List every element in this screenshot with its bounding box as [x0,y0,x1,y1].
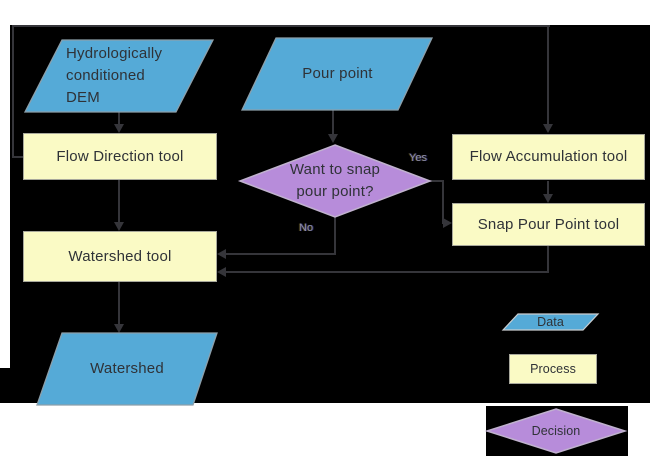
connector-pourpoint-to-decision [332,110,334,135]
arrowhead-into-flowaccumulation [543,124,553,133]
arrowhead-snap-into-watershedtool [217,267,226,277]
connector-dem-to-flowdirection [118,112,120,126]
no-branch-label: No [299,222,314,234]
connector-yes-vertical [442,180,444,224]
arrowhead-no-into-watershedtool [217,249,226,259]
yes-branch-label: Yes [409,152,427,164]
snap-pour-point-box [452,203,645,246]
arrowhead-pourpoint-to-decision [328,134,338,143]
watershed-tool-box [23,231,217,282]
pour-point-parallelogram [240,37,434,111]
flow-accumulation-label: Flow Accumulation tool [469,148,628,165]
canvas-bottom-left-patch [0,368,10,403]
legend-data-label: Data [537,314,564,329]
legend-decision-label: Decision [531,424,581,438]
arrowhead-watershedtool-to-watershed [114,324,124,333]
connector-loop-right-vertical [547,26,549,125]
pour-point-label: Pour point [302,65,373,82]
decision-label-line1: Want to snap [289,161,381,178]
dem-label: Hydrologically conditioned DEM [66,40,216,112]
connector-yes-horizontal [430,180,444,182]
watershed-tool-label: Watershed tool [68,247,172,265]
connector-snap-down-vertical [547,246,549,273]
legend-decision-diamond [484,408,628,454]
arrowhead-flowdirection-to-watershedtool [114,222,124,231]
flow-direction-label: Flow Direction tool [56,147,184,165]
snap-pour-point-label: Snap Pour Point tool [477,215,620,233]
legend-process-box [509,354,597,384]
connector-no-horizontal [225,253,336,255]
dem-label-line1: Hydrologically [66,45,163,62]
connector-flowdirection-to-watershedtool [118,180,120,223]
connector-watershedtool-to-watershed [118,282,120,326]
watershed-parallelogram [36,332,218,406]
dem-parallelogram [23,39,215,113]
arrowhead-into-snappourpoint [443,218,452,228]
legend-process-label: Process [530,362,576,376]
arrowhead-dem-to-flowdirection [114,124,124,133]
watershed-label: Watershed [90,360,164,377]
connector-snap-to-watershedtool [225,271,549,273]
connector-loop-top-horizontal [12,25,550,27]
connector-flowaccumulation-to-snap [547,181,549,196]
connector-loop-left-vertical [12,26,14,158]
decision-label-line2: pour point? [296,183,374,200]
dem-label-line2: conditioned [66,67,145,84]
flow-accumulation-box [452,134,645,180]
flow-direction-box [23,133,217,180]
dem-label-line3: DEM [66,89,100,106]
connector-loop-stub [13,156,23,158]
legend-data-parallelogram [501,313,600,331]
decision-label: Want to snap pour point? [240,145,430,217]
arrowhead-flowaccumulation-to-snap [543,194,553,203]
connector-no-vertical [334,217,336,255]
decision-diamond [237,144,433,218]
